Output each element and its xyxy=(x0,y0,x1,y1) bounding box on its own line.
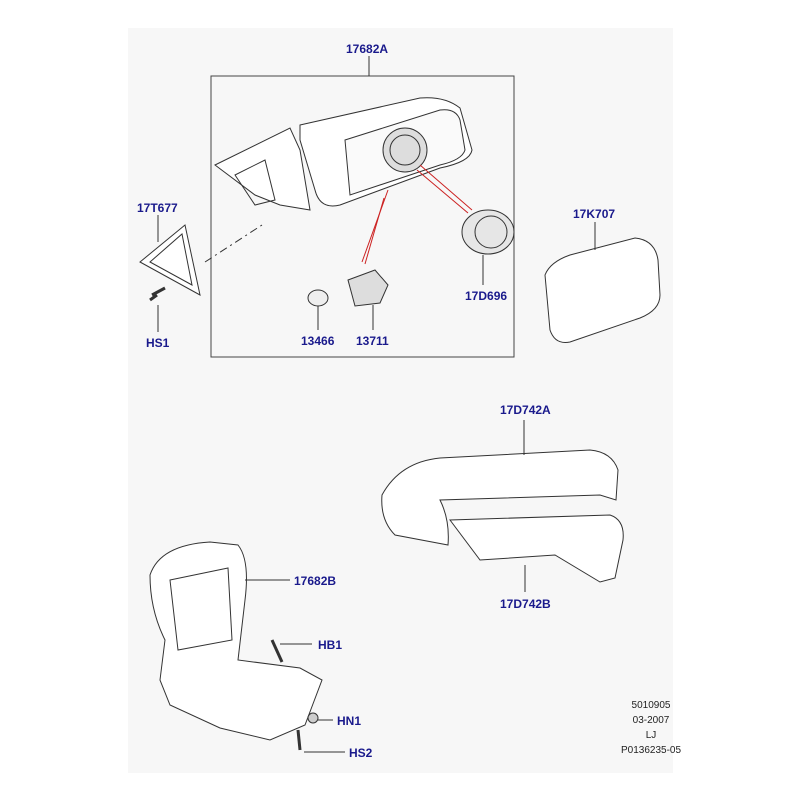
meta-author: LJ xyxy=(645,730,657,741)
lamp-part xyxy=(347,269,389,307)
callout-17D742B: 17D742B xyxy=(500,597,551,611)
screw-part xyxy=(149,286,166,302)
cover-trim-part xyxy=(449,514,624,583)
meta-code: 5010905 xyxy=(631,700,671,711)
base-part xyxy=(149,541,323,741)
callout-HS2: HS2 xyxy=(349,746,373,760)
screw-part-2 xyxy=(296,729,302,751)
meta-date: 03-2007 xyxy=(632,715,670,726)
motor-part xyxy=(461,209,515,255)
mirror-glass xyxy=(544,237,661,343)
gasket-part xyxy=(139,224,201,296)
cover-part xyxy=(381,449,619,546)
callout-13466: 13466 xyxy=(301,334,335,348)
bolt-part xyxy=(270,639,284,663)
bulb-part xyxy=(307,289,329,307)
callout-17D696: 17D696 xyxy=(465,289,508,303)
mirror-housing xyxy=(214,97,473,211)
callout-17682B: 17682B xyxy=(294,574,337,588)
callout-17K707: 17K707 xyxy=(573,207,616,221)
callout-HB1: HB1 xyxy=(318,638,343,652)
nut-part xyxy=(307,712,319,724)
callout-17D742A: 17D742A xyxy=(500,403,551,417)
callout-HS1: HS1 xyxy=(146,336,170,350)
callout-HN1: HN1 xyxy=(337,714,362,728)
callout-17T677: 17T677 xyxy=(137,201,178,215)
callout-13711: 13711 xyxy=(356,334,389,348)
assembly-box xyxy=(210,75,515,358)
drawing-metadata: 5010905 03-2007 LJ P0136235-05 xyxy=(596,698,706,758)
callout-17682A: 17682A xyxy=(346,42,389,56)
meta-ref: P0136235-05 xyxy=(620,745,682,756)
